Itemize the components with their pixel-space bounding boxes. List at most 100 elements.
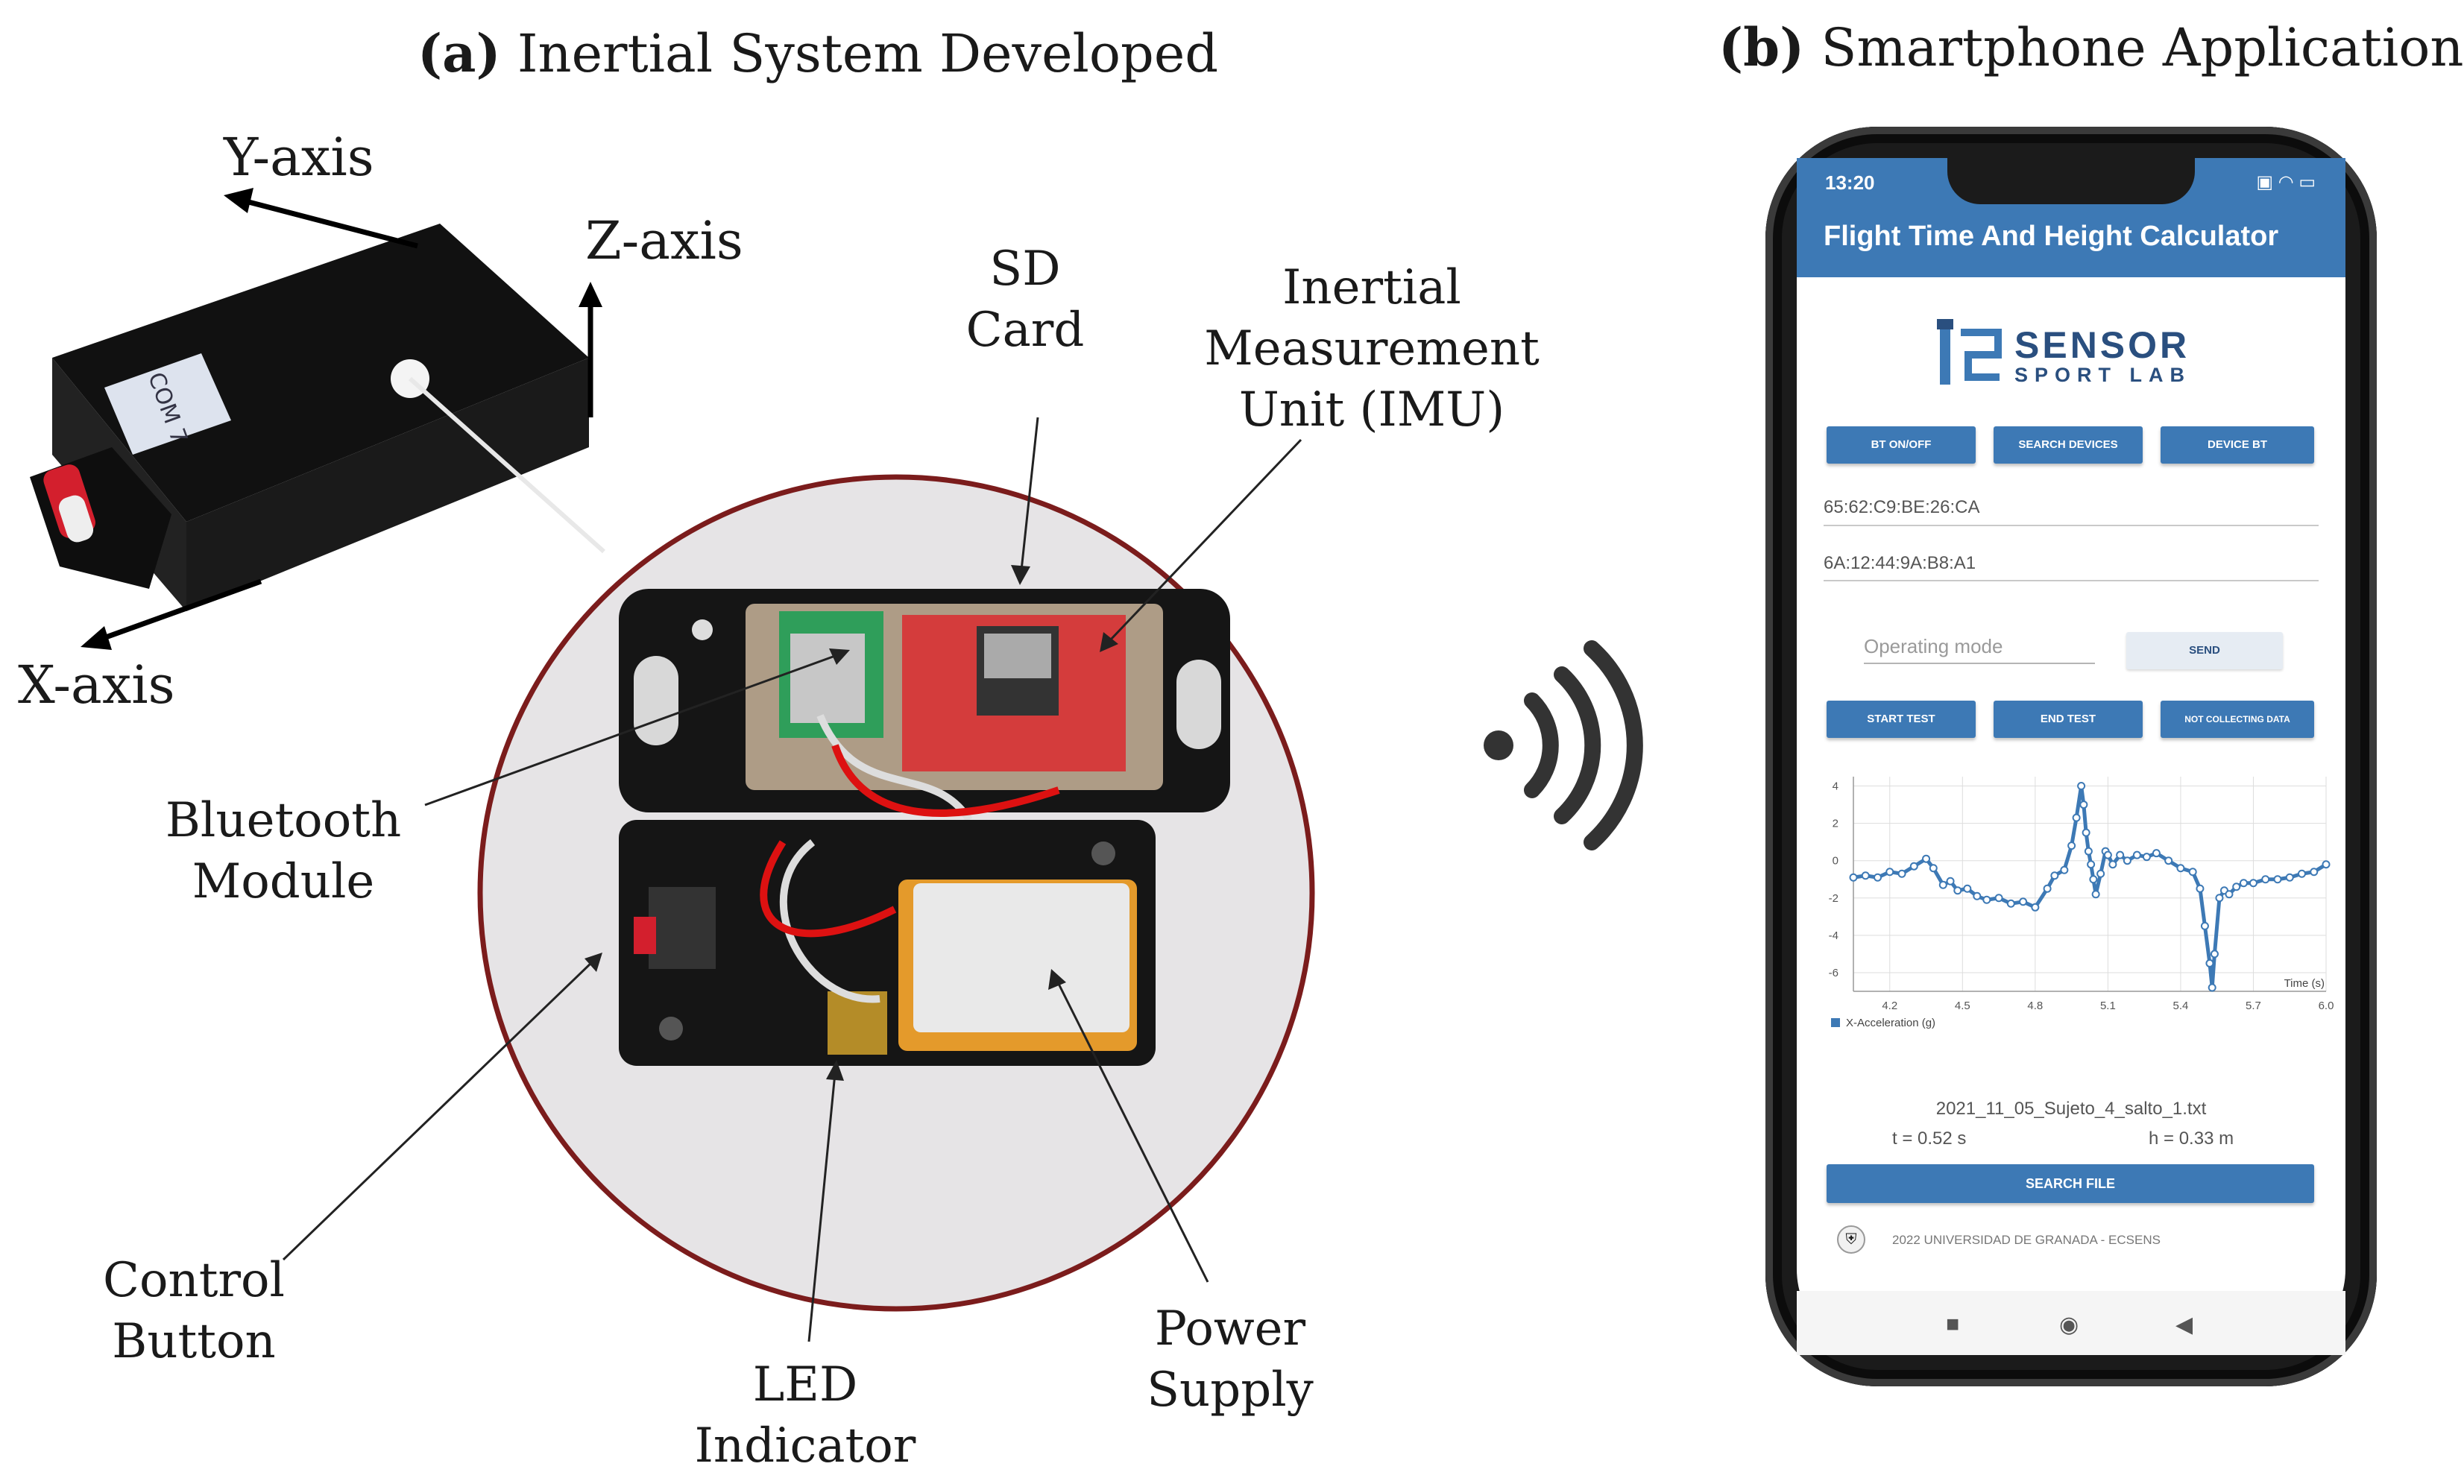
legend-label: X-Acceleration (g): [1846, 1017, 1935, 1029]
y-tick-label: -2: [1829, 892, 1838, 905]
phone-notch: [1947, 158, 2195, 204]
data-point: [1963, 884, 1972, 893]
data-point: [2116, 850, 2125, 859]
data-point: [1897, 869, 1906, 878]
y-tick-label: -6: [1829, 967, 1838, 979]
send-button[interactable]: SEND: [2126, 632, 2283, 669]
panel-a-title-text: Inertial System Developed: [500, 23, 1219, 84]
logo-mark-icon: [1937, 319, 2002, 385]
app-title: Flight Time And Height Calculator: [1824, 221, 2279, 252]
data-point: [2196, 884, 2205, 893]
data-point: [1929, 864, 1938, 873]
search-devices-button[interactable]: SEARCH DEVICES: [1994, 426, 2143, 464]
x-tick-label: 4.8: [2027, 1000, 2043, 1012]
sensor-sport-lab-logo: SENSOR SPORT LAB: [1931, 318, 2214, 400]
status-icons: ▣ ◠ ▭: [2256, 172, 2316, 192]
data-point: [2006, 899, 2015, 908]
logo-text-sensor: SENSOR: [2014, 324, 2190, 366]
x-axis-label: X-axis: [18, 654, 175, 716]
device-bt-button[interactable]: DEVICE BT: [2161, 426, 2314, 464]
closed-device: [30, 224, 605, 611]
phone-screen: 13:20 ▣ ◠ ▭ Flight Time And Height Calcu…: [1797, 158, 2345, 1355]
y-tick-label: 2: [1833, 818, 1838, 830]
data-point: [2200, 921, 2209, 930]
data-point: [2210, 950, 2219, 959]
start-test-button[interactable]: START TEST: [1827, 701, 1976, 738]
data-point: [1973, 891, 1982, 900]
x-tick-label: 5.4: [2172, 1000, 2188, 1012]
operating-mode-input[interactable]: Operating mode: [1864, 635, 2095, 664]
divider: [1824, 580, 2319, 581]
data-point: [2087, 860, 2096, 869]
data-point: [2082, 828, 2090, 837]
recent-apps-icon[interactable]: ■: [1946, 1312, 1960, 1336]
y-tick-label: -4: [1829, 929, 1838, 942]
x-tick-label: 4.5: [1955, 1000, 1970, 1012]
y-tick-label: 0: [1833, 855, 1838, 868]
legend-swatch: [1831, 1018, 1840, 1027]
device-mac-address[interactable]: 6A:12:44:9A:B8:A1: [1824, 553, 1976, 573]
data-point: [2050, 871, 2059, 880]
x-tick-label: 6.0: [2319, 1000, 2334, 1012]
y-axis-label: Y-axis: [224, 127, 374, 188]
leader-lines: [282, 417, 1302, 1342]
data-point: [2152, 849, 2161, 858]
data-point: [1994, 894, 2003, 903]
data-point: [2164, 856, 2173, 865]
data-point: [2103, 850, 2112, 859]
back-icon[interactable]: ◀: [2175, 1313, 2193, 1337]
search-file-button[interactable]: SEARCH FILE: [1827, 1164, 2314, 1203]
data-point: [2215, 894, 2224, 903]
data-point: [2123, 856, 2131, 865]
series-line: [1853, 784, 2328, 990]
data-point: [2072, 813, 2081, 822]
data-point: [1909, 862, 1918, 871]
label-power-supply: Power Supply: [1147, 1301, 1314, 1418]
status-time: 13:20: [1825, 171, 1875, 194]
data-point: [2142, 853, 2151, 862]
data-point: [2067, 842, 2076, 850]
data-point: [2322, 860, 2331, 869]
x-tick-label: 4.2: [1882, 1000, 1897, 1012]
data-point: [1982, 895, 1991, 904]
x-tick-label: 5.1: [2100, 1000, 2116, 1012]
android-nav-bar: ■ ◉ ◀: [1797, 1291, 2345, 1355]
home-icon[interactable]: ◉: [2059, 1313, 2079, 1337]
data-point: [2132, 850, 2141, 859]
data-point: [2084, 847, 2093, 856]
bt-on-off-button[interactable]: BT ON/OFF: [1827, 426, 1976, 464]
leader-arrowheads: [585, 565, 1118, 1081]
data-point: [2108, 860, 2117, 869]
device-mac-address[interactable]: 65:62:C9:BE:26:CA: [1824, 497, 1980, 517]
panel-a-title: (a) Inertial System Developed: [418, 22, 1218, 84]
not-collecting-data-button[interactable]: NOT COLLECTING DATA: [2161, 701, 2314, 738]
data-point: [2060, 865, 2069, 874]
data-point: [1885, 868, 1894, 877]
data-point: [1861, 871, 1870, 880]
open-device-lid: [619, 589, 1230, 822]
data-point: [2176, 864, 2185, 873]
label-control-button: Control Button: [102, 1253, 286, 1369]
flight-time-value: t = 0.52 s: [1892, 1128, 1967, 1149]
data-point: [2261, 875, 2270, 884]
data-point: [1849, 873, 1858, 882]
data-point: [2273, 875, 2282, 884]
data-point: [2091, 890, 2100, 899]
data-point: [2079, 801, 2088, 809]
data-point: [2077, 782, 2086, 791]
data-point: [2249, 879, 2257, 888]
data-point: [2239, 879, 2248, 888]
wireless-signal-icon: [1484, 640, 1643, 850]
x-axis-title: Time (s): [2284, 977, 2325, 990]
panel-b-title-text: Smartphone Application: [1804, 17, 2464, 78]
divider: [1824, 525, 2319, 526]
data-point: [1922, 854, 1931, 863]
end-test-button[interactable]: END TEST: [1994, 701, 2143, 738]
data-point: [2031, 903, 2040, 912]
data-point: [2096, 869, 2105, 878]
file-name: 2021_11_05_Sujeto_4_salto_1.txt: [1935, 1099, 2207, 1119]
data-point: [2089, 875, 2098, 884]
data-point: [2205, 959, 2214, 967]
footer-text: 2022 UNIVERSIDAD DE GRANADA - ECSENS: [1892, 1233, 2161, 1247]
